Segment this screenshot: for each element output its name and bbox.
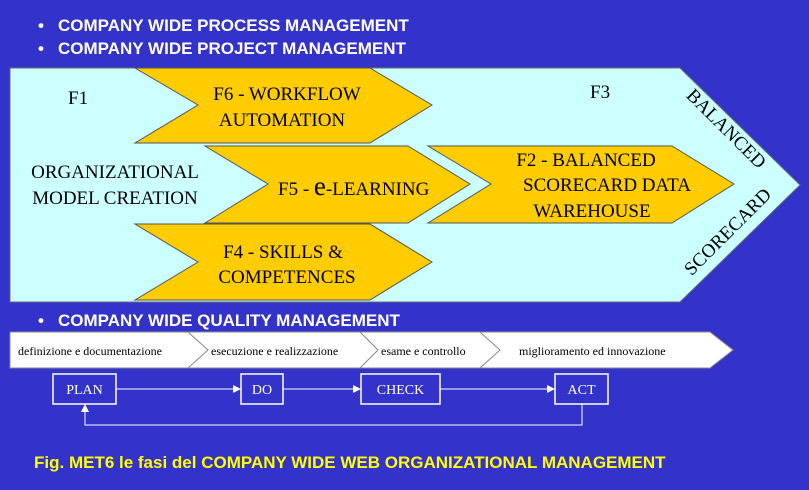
arrowhead: [81, 404, 89, 412]
label-f2-line2: SCORECARD DATA: [523, 175, 691, 196]
label-org-model-line2: MODEL CREATION: [32, 188, 198, 209]
quality-step-definizione: definizione e documentazione: [18, 344, 162, 358]
strip-divider: [479, 331, 501, 369]
chevron-f6: [133, 67, 433, 144]
quality-strip-arrow: [9, 331, 734, 369]
quality-step-miglioramento: miglioramento ed innovazione: [519, 344, 666, 358]
bullet-glyph: •: [38, 16, 44, 35]
label-f2-line3: WAREHOUSE: [533, 201, 650, 222]
label-f6-line1: F6 - WORKFLOW: [213, 84, 360, 105]
strip-divider: [187, 331, 209, 369]
label-f5-e: e: [314, 171, 326, 201]
chevron-f4: [133, 223, 433, 301]
label-org-model-line1: ORGANIZATIONAL: [31, 162, 199, 183]
label-f5-prefix: F5 -: [278, 179, 314, 200]
bullet-glyph: •: [38, 39, 44, 58]
chevron-f2: [426, 145, 735, 224]
bullet-list-top: • COMPANY WIDE PROCESS MANAGEMENT • COMP…: [38, 16, 409, 58]
figure-caption: Fig. MET6 le fasi del COMPANY WIDE WEB O…: [34, 453, 666, 472]
pdca-cycle: PLAN DO CHECK ACT: [52, 373, 609, 426]
cycle-do: DO: [252, 383, 272, 398]
cycle-plan: PLAN: [66, 383, 103, 398]
label-f3: F3: [590, 82, 610, 103]
label-f5-suffix: -LEARNING: [326, 179, 430, 200]
arrow-act-plan-loop: [84, 404, 583, 426]
box-do: [240, 373, 284, 405]
chevron-f5: [203, 145, 471, 224]
label-f4-line1: F4 - SKILLS &: [223, 242, 343, 263]
label-f6-line2: AUTOMATION: [219, 110, 346, 131]
quality-step-esecuzione: esecuzione e realizzazione: [211, 344, 338, 358]
arrowhead: [353, 385, 361, 393]
arrowhead: [547, 385, 555, 393]
label-f2-line1: F2 - BALANCED: [516, 150, 655, 171]
quality-step-esame: esame e controllo: [381, 344, 466, 358]
label-f4-line2: COMPETENCES: [218, 267, 355, 288]
bullet-quality-management: COMPANY WIDE QUALITY MANAGEMENT: [58, 311, 401, 330]
arrowhead: [233, 385, 241, 393]
bullet-project-management: COMPANY WIDE PROJECT MANAGEMENT: [58, 39, 407, 58]
box-check: [360, 373, 441, 405]
box-act: [554, 373, 609, 405]
box-plan: [52, 373, 117, 405]
bullet-glyph: •: [38, 311, 44, 330]
cycle-check: CHECK: [377, 383, 424, 398]
cycle-act: ACT: [568, 383, 596, 398]
strip-divider: [359, 331, 379, 369]
label-f1: F1: [68, 88, 88, 109]
bullet-process-management: COMPANY WIDE PROCESS MANAGEMENT: [58, 16, 409, 35]
label-f5: F5 - e-LEARNING: [278, 171, 430, 201]
